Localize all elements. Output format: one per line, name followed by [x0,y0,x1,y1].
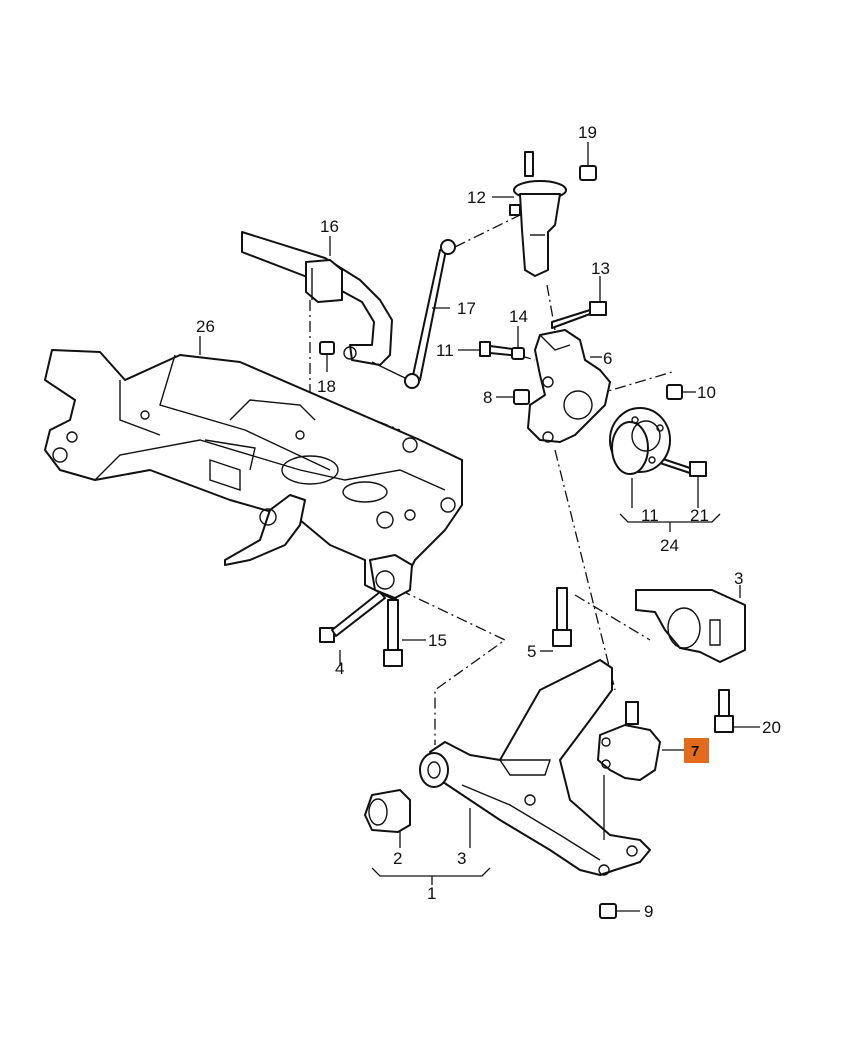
callout-13[interactable]: 13 [591,259,610,278]
callout-16[interactable]: 16 [320,217,339,236]
callout-24[interactable]: 24 [660,536,679,555]
stabilizer-bar [241,231,393,366]
subframe [44,336,463,601]
callout-8[interactable]: 8 [483,388,492,407]
wheel-hub [609,407,721,532]
control-arm [371,659,651,885]
ball-joint [597,701,684,840]
callout-11-bolt[interactable]: 11 [436,341,454,360]
callout-3-arm[interactable]: 3 [457,849,466,868]
callouts: 1 2 3 3 4 5 6 8 9 10 11 11 12 13 14 15 1… [196,123,781,921]
callout-20[interactable]: 20 [762,718,781,737]
callout-12[interactable]: 12 [467,188,486,207]
steering-knuckle [527,329,611,443]
callout-26[interactable]: 26 [196,317,215,336]
callout-2[interactable]: 2 [393,849,402,868]
highlighted-callout-7[interactable]: 7 [684,738,709,763]
callout-1[interactable]: 1 [427,884,436,903]
callout-15[interactable]: 15 [428,631,447,650]
callout-6[interactable]: 6 [603,349,612,368]
callout-7[interactable]: 7 [691,743,699,760]
fasteners [319,142,760,919]
callout-5[interactable]: 5 [527,642,536,661]
callout-11-hub[interactable]: 11 [641,506,659,525]
rear-bush [635,585,746,663]
callout-19[interactable]: 19 [578,123,597,142]
shock-absorber [492,151,567,277]
callout-14[interactable]: 14 [509,307,528,326]
front-bush [364,789,411,833]
callout-3-bush[interactable]: 3 [734,569,743,588]
callout-17[interactable]: 17 [457,299,476,318]
highlight-box [684,738,709,763]
callout-4[interactable]: 4 [335,659,344,678]
callout-21[interactable]: 21 [690,506,709,525]
callout-10[interactable]: 10 [697,383,716,402]
stabilizer-link [371,239,456,389]
callout-18[interactable]: 18 [317,377,336,396]
callout-9[interactable]: 9 [644,902,653,921]
